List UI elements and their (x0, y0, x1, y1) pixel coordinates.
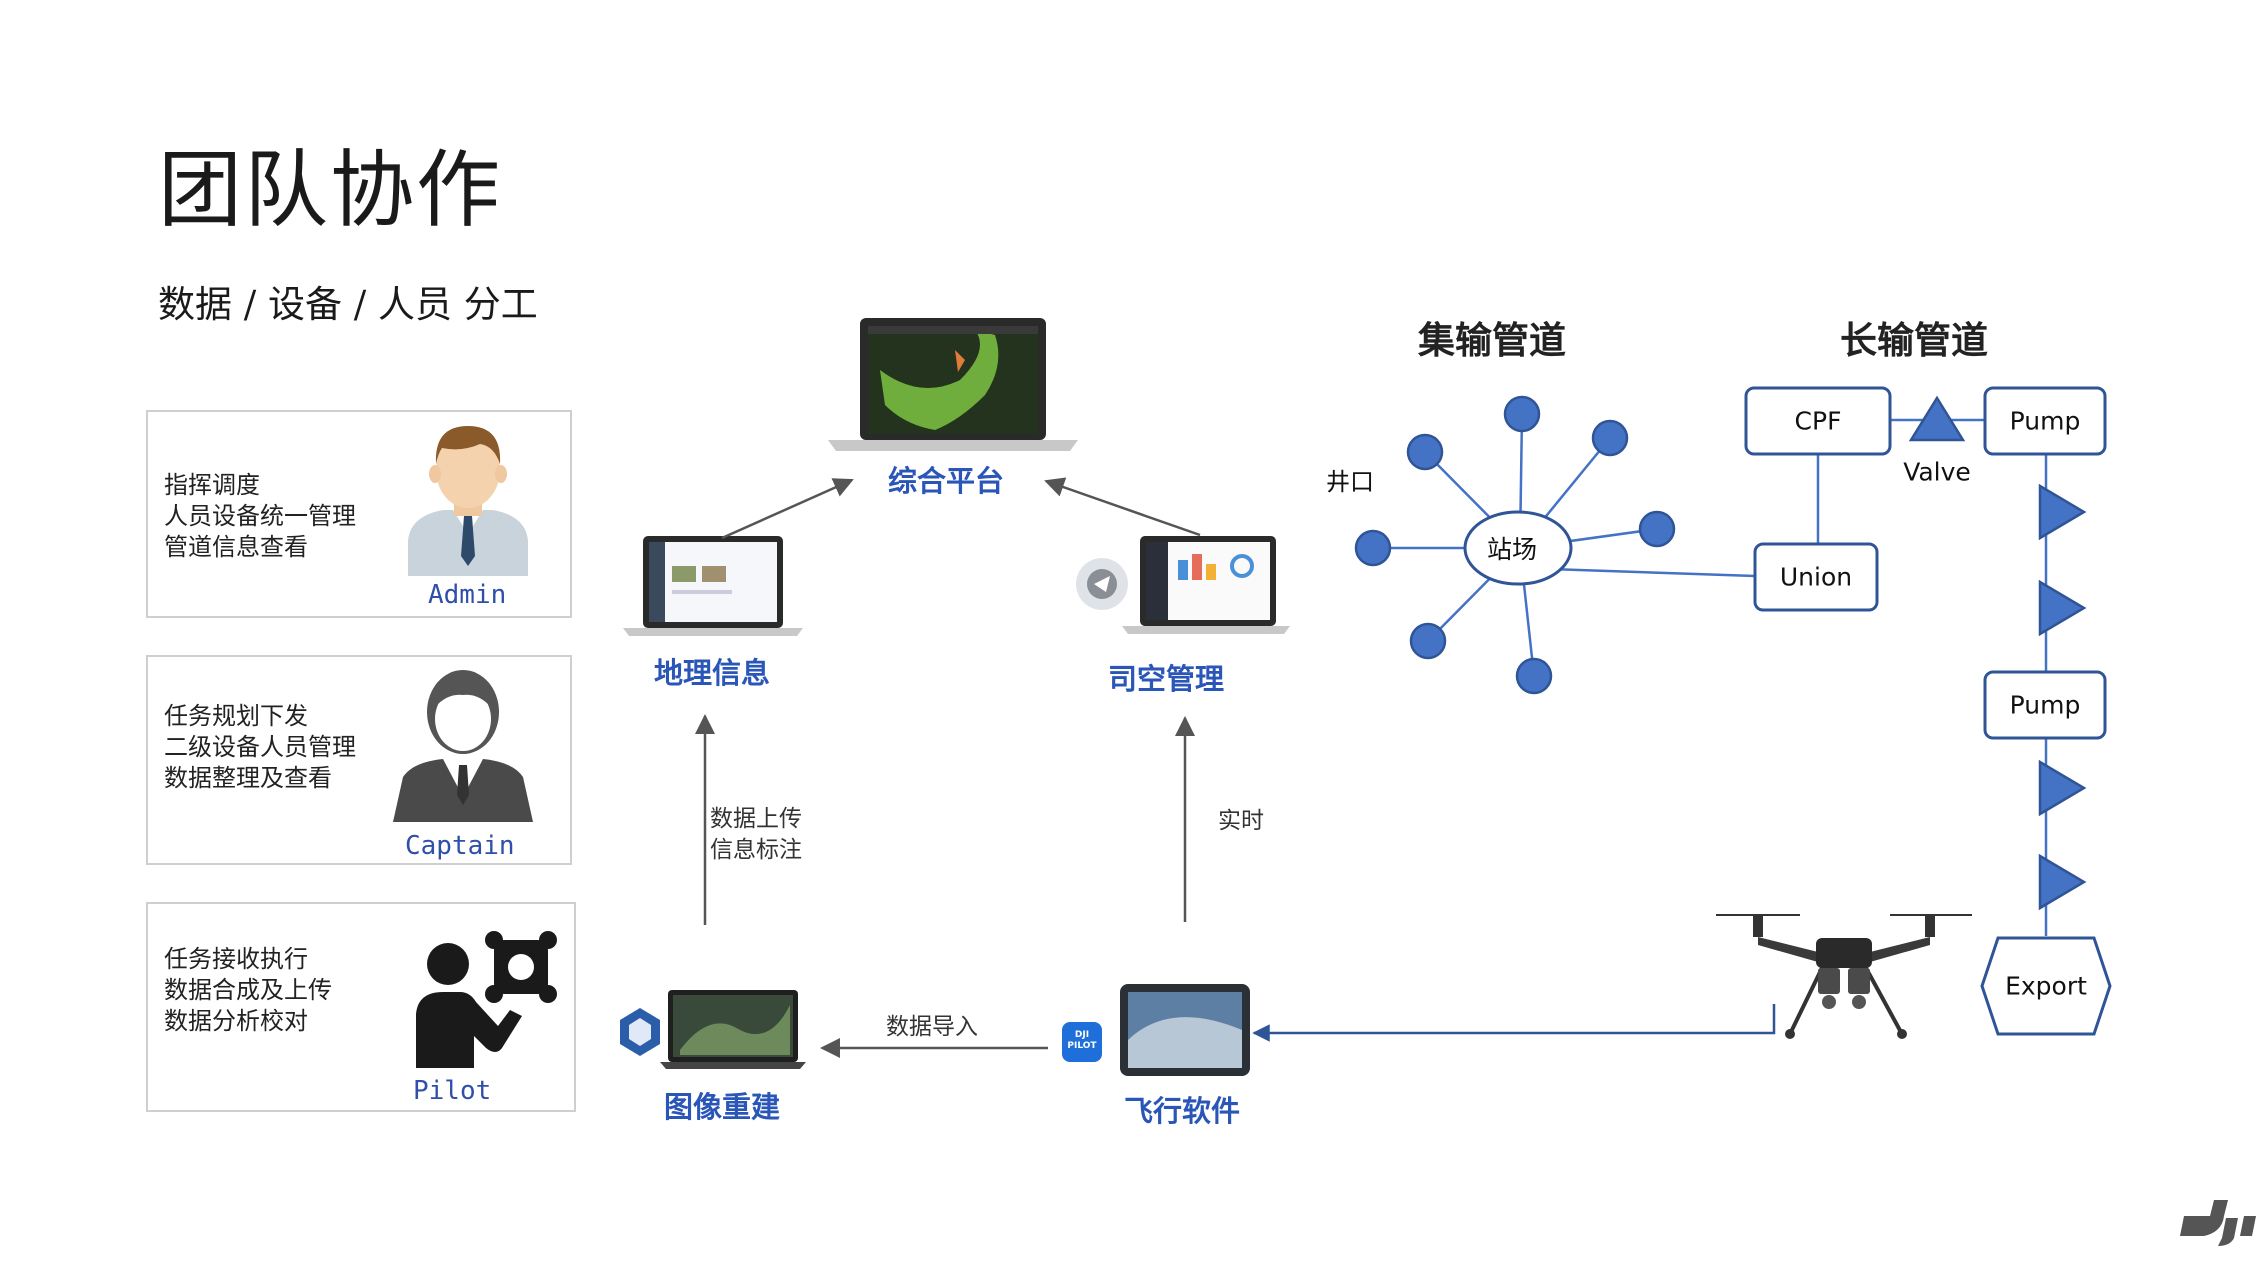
admin-avatar-icon (408, 426, 528, 576)
station-node (1463, 510, 1573, 586)
upload-note: 数据上传 信息标注 (710, 804, 802, 866)
flow-triangle (2038, 579, 2087, 637)
airspace-label: 司空管理 (1108, 662, 1225, 696)
role-line: 任务规划下发 (164, 702, 308, 730)
union-box (1753, 542, 1879, 612)
captain-avatar-icon (393, 670, 533, 822)
reconstruct-label: 图像重建 (664, 1090, 781, 1124)
role-line: 任务接收执行 (164, 945, 308, 973)
role-card-captain: 任务规划下发 二级设备人员管理 数据整理及查看 Captain (146, 655, 572, 865)
arrow-drone-to-flight (1252, 1004, 1776, 1042)
export-label: Export (2005, 971, 2087, 1001)
role-name-pilot: Pilot (413, 1076, 492, 1106)
flight-label: 飞行软件 (1124, 1094, 1241, 1128)
station-label: 站场 (1486, 535, 1538, 564)
role-line: 人员设备统一管理 (164, 502, 356, 530)
flow-triangle (2038, 759, 2087, 817)
arrow-geo-to-platform (721, 478, 854, 540)
geo-label: 地理信息 (654, 656, 771, 690)
flow-triangle (2038, 853, 2087, 911)
cpf-box (1744, 386, 1892, 456)
drone-icon (1716, 914, 1972, 1039)
gathering-title: 集输管道 (1418, 319, 1566, 362)
role-line: 数据合成及上传 (164, 976, 332, 1004)
role-name-captain: Captain (405, 831, 515, 861)
well-node (1409, 622, 1447, 660)
pilot-drone-operator-icon (416, 931, 557, 1068)
union-label: Union (1779, 562, 1853, 592)
upload-note-line: 信息标注 (710, 837, 802, 863)
pump-label-1: Pump (2009, 406, 2081, 436)
page-subtitle: 数据 / 设备 / 人员 分工 (158, 283, 538, 326)
gathering-network (1354, 395, 1756, 695)
long-pipeline-title: 长输管道 (1840, 319, 1988, 362)
platform-laptop-icon (828, 318, 1078, 451)
role-line: 数据分析校对 (164, 1007, 308, 1035)
reconstruct-laptop-icon (620, 990, 806, 1069)
well-node (1503, 395, 1541, 433)
dji-logo-icon (2180, 1200, 2256, 1246)
valve-triangle (1908, 395, 1966, 442)
page-title: 团队协作 (158, 141, 503, 239)
well-node (1406, 433, 1444, 471)
role-desc-captain: 任务规划下发 二级设备人员管理 数据整理及查看 (164, 701, 356, 794)
role-desc-admin: 指挥调度 人员设备统一管理 管道信息查看 (164, 470, 356, 563)
pump-box-2 (1983, 670, 2107, 740)
role-line: 管道信息查看 (164, 533, 308, 561)
well-node (1354, 529, 1392, 567)
valve-label: Valve (1903, 457, 1971, 487)
role-line: 二级设备人员管理 (164, 733, 356, 761)
flight-tablet-icon (1062, 984, 1250, 1076)
pump-label-2: Pump (2009, 690, 2081, 720)
platform-label: 综合平台 (888, 464, 1005, 498)
flow-triangle (2038, 483, 2087, 541)
arrow-airspace-to-platform (1044, 477, 1201, 537)
long-pipeline (1744, 386, 2112, 1036)
pilot-badge: DJI PILOT (1067, 1030, 1097, 1051)
role-line: 数据整理及查看 (164, 764, 332, 792)
role-line: 指挥调度 (164, 471, 260, 499)
realtime-note: 实时 (1218, 808, 1264, 834)
well-node (1638, 510, 1676, 548)
pump-box-1 (1983, 386, 2107, 456)
well-node (1591, 419, 1629, 457)
export-hexagon (1980, 936, 2112, 1036)
well-label: 井口 (1326, 468, 1374, 496)
geo-laptop-icon (623, 536, 803, 636)
airspace-laptop-icon (1076, 536, 1290, 634)
role-name-admin: Admin (428, 580, 507, 610)
upload-note-line: 数据上传 (710, 806, 802, 832)
cpf-label: CPF (1794, 406, 1842, 436)
import-note: 数据导入 (886, 1014, 978, 1040)
role-card-admin: 指挥调度 人员设备统一管理 管道信息查看 Admin (146, 410, 572, 618)
role-desc-pilot: 任务接收执行 数据合成及上传 数据分析校对 (164, 944, 332, 1037)
role-card-pilot: 任务接收执行 数据合成及上传 数据分析校对 Pilot (146, 902, 576, 1112)
well-node (1515, 657, 1553, 695)
